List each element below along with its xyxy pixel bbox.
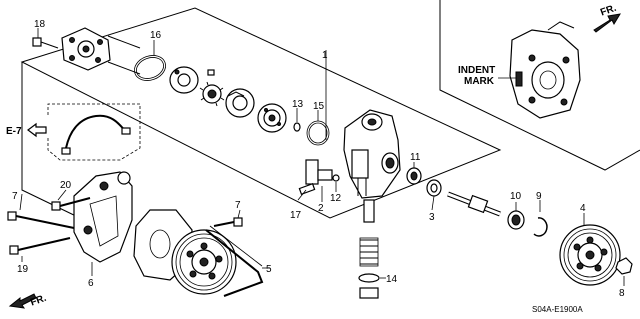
shaft-icon xyxy=(447,191,501,217)
indent-label-line1: INDENT xyxy=(458,65,495,76)
pump-cover-icon xyxy=(61,27,111,71)
ref-e7: E-7 xyxy=(6,126,22,137)
belt-5-icon xyxy=(205,229,264,297)
bolt-19-icon xyxy=(9,237,71,255)
callout-15: 15 xyxy=(313,101,325,112)
nut-8-icon xyxy=(615,257,633,275)
bracket-frame xyxy=(21,62,81,219)
callout-2: 2 xyxy=(318,203,324,214)
cam-ring-icon xyxy=(169,66,199,94)
bolt-7-right-icon xyxy=(213,217,243,227)
callout-12: 12 xyxy=(330,193,342,204)
clamp-icon xyxy=(61,147,71,155)
rotor-icon xyxy=(199,81,225,107)
callout-20: 20 xyxy=(60,180,72,191)
bolt-7-left-icon xyxy=(7,211,75,229)
callout-19: 19 xyxy=(17,264,29,275)
callout-10: 10 xyxy=(510,191,522,202)
callout-14: 14 xyxy=(386,274,398,285)
callout-3: 3 xyxy=(429,212,435,223)
assembled-pump-icon xyxy=(133,209,237,295)
fr-bottom-arrow-icon xyxy=(8,293,37,309)
e7-arrow-icon xyxy=(27,122,47,138)
o-ring-16-icon xyxy=(134,55,166,81)
dowel-pin-icon xyxy=(107,35,141,49)
dowel-pin-icon xyxy=(107,61,141,75)
pressure-plate-icon xyxy=(257,103,287,133)
callout-13: 13 xyxy=(292,99,304,110)
callout-11: 11 xyxy=(410,152,421,163)
bracket-icon xyxy=(73,171,133,263)
circlip-9-icon xyxy=(533,217,548,237)
diagram-code: S04A-E1900A xyxy=(532,305,583,314)
hose-dashed-box xyxy=(47,103,141,161)
callout-17: 17 xyxy=(290,210,302,221)
callout-9: 9 xyxy=(536,191,542,202)
clamp-icon xyxy=(121,127,131,135)
ref-fr-top: FR. xyxy=(599,3,618,19)
ref-fr-bottom: FR. xyxy=(29,293,48,309)
outlet-fitting-icon xyxy=(298,159,333,195)
relief-valve-icon xyxy=(358,199,380,299)
indent-label-line2: MARK xyxy=(464,76,495,87)
callout-18: 18 xyxy=(34,19,46,30)
callout-4: 4 xyxy=(580,203,586,214)
pin-icon xyxy=(207,69,215,76)
callout-16: 16 xyxy=(150,30,162,41)
callout-6: 6 xyxy=(88,278,94,289)
side-plate-icon xyxy=(225,88,255,118)
main-assembly-frame xyxy=(20,7,502,219)
callout-7-right: 7 xyxy=(235,200,241,211)
inset-pump-body-icon xyxy=(509,21,581,119)
seal-ring-13-icon xyxy=(293,122,301,132)
bolt-18-icon xyxy=(32,37,59,49)
fr-top-arrow-icon xyxy=(593,13,621,33)
callout-8: 8 xyxy=(619,288,625,299)
callout-7-left: 7 xyxy=(12,191,18,202)
callout-1: 1 xyxy=(322,50,328,61)
callout-5: 5 xyxy=(266,264,272,275)
hose-icon xyxy=(65,114,127,149)
seal-ring-12-icon xyxy=(332,174,340,182)
bolt-20-icon xyxy=(51,197,91,211)
pulley-4-icon xyxy=(559,224,621,286)
pump-body-icon xyxy=(343,109,401,199)
inset-frame xyxy=(439,0,640,171)
